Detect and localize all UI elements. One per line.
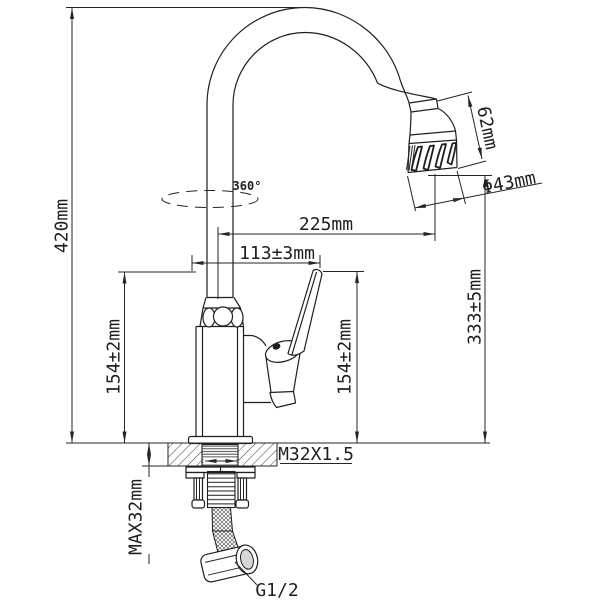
mounting-bolt-right: [235, 477, 250, 509]
deck-thickness-label: MAX32mm: [126, 479, 147, 555]
body-width-label: 113±3mm: [239, 243, 315, 264]
dimension-43mm: Φ43mm: [407, 168, 543, 212]
sprayer-diameter-label: Φ43mm: [480, 168, 537, 199]
flange-tab-right: [236, 471, 256, 479]
inlet-thread-label: G1/2: [255, 580, 298, 600]
spout-arch: [206, 6, 437, 298]
nut-opening: [240, 549, 254, 570]
nozzle-tooth-3: [434, 143, 447, 169]
mounting-hardware: [185, 443, 256, 509]
hub-taper: [265, 353, 301, 393]
deck-hatch-right: [238, 443, 277, 466]
outlet-height-label: 333±5mm: [465, 269, 486, 345]
hub-cap: [269, 390, 297, 409]
dimension-lines: 420mm 154±2mm 154±2mm 333±5mm MAX32mm: [52, 7, 543, 600]
mounting-thread-label: M32X1.5: [278, 444, 354, 465]
handle-set-screw: [272, 343, 281, 350]
lever-edge-line: [291, 271, 318, 355]
spout-outer-curve: [206, 6, 410, 298]
handle-mount-upper: [243, 334, 267, 347]
inlet-spec-g12: G1/2: [234, 561, 299, 600]
handle-lever: [287, 268, 323, 356]
sprayer-cone: [408, 107, 458, 144]
nozzle-tooth-4: [446, 141, 458, 166]
nozzle-tooth-1: [410, 145, 423, 172]
body-height-right-label: 154±2mm: [335, 319, 356, 395]
sprayer-ring: [408, 98, 439, 113]
collar-ball-center: [212, 306, 234, 327]
deck-hatch-left: [168, 443, 202, 466]
flange-tab-left: [185, 471, 205, 479]
inlet-nut: [200, 544, 259, 583]
dimension-420mm: 420mm: [52, 7, 310, 443]
rotation-indicator-360: 360°: [161, 179, 262, 208]
dimension-max32mm: MAX32mm: [126, 443, 168, 564]
sprayer-length-label: 62mm: [472, 105, 502, 152]
spray-head: [406, 98, 458, 174]
hose-upper: [211, 507, 234, 532]
spout-reach-label: 225mm: [299, 214, 353, 235]
spout-inner-curve: [232, 31, 437, 298]
mounting-nut: [206, 470, 236, 509]
dimension-62mm: 62mm: [437, 91, 502, 169]
dimension-113mm: 113±3mm: [191, 243, 321, 271]
thread-spec-m32: M32X1.5: [278, 444, 354, 465]
countertop-section: [167, 443, 278, 467]
sprayer-seams: [408, 130, 457, 145]
dimension-154mm-left: 154±2mm: [104, 271, 196, 443]
nozzle-tooth-2: [422, 144, 435, 171]
base-plate: [187, 435, 254, 445]
total-height-label: 420mm: [52, 199, 73, 253]
body-height-left-label: 154±2mm: [104, 319, 125, 395]
faucet-body: [187, 268, 323, 445]
rotation-label: 360°: [233, 179, 262, 193]
dimension-154mm-right: 154±2mm: [323, 271, 364, 443]
body-column: [195, 325, 245, 437]
dimension-333mm: 333±5mm: [428, 175, 492, 443]
mounting-bolt-left: [191, 477, 206, 509]
rotation-ellipse: [161, 190, 259, 208]
